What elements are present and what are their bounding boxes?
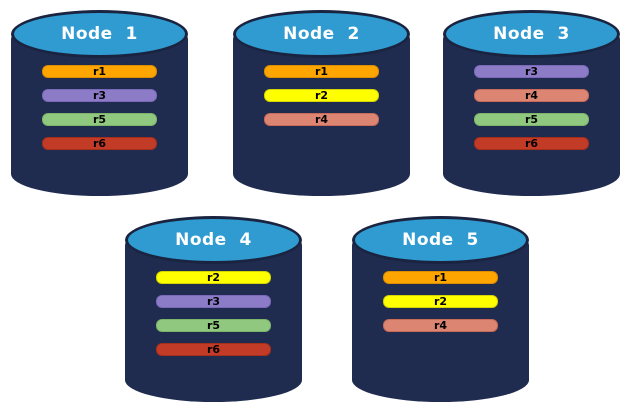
- replica-list: r1 r2 r4: [233, 65, 410, 126]
- replica-label: r3: [206, 295, 221, 308]
- replica-bar: r4: [474, 89, 589, 102]
- replica-label: r1: [314, 65, 329, 78]
- replica-list: r2 r3 r5 r6: [125, 271, 302, 356]
- replica-list: r3 r4 r5 r6: [443, 65, 620, 150]
- replica-label: r4: [314, 113, 329, 126]
- replica-label: r2: [433, 295, 448, 308]
- replica-bar: r2: [156, 271, 271, 284]
- cylinder-top: Node 1: [11, 10, 188, 58]
- replica-bar: r1: [42, 65, 157, 78]
- replica-label: r5: [524, 113, 539, 126]
- replica-bar: r2: [383, 295, 498, 308]
- cylinder-top: Node 3: [443, 10, 620, 58]
- node-1-cylinder: Node 1 r1 r3 r5 r6: [11, 8, 188, 196]
- node-title: Node 4: [175, 230, 252, 250]
- cylinder-top: Node 5: [352, 216, 529, 264]
- replica-label: r1: [92, 65, 107, 78]
- replica-list: r1 r3 r5 r6: [11, 65, 188, 150]
- replica-label: r2: [206, 271, 221, 284]
- node-2-cylinder: Node 2 r1 r2 r4: [233, 8, 410, 196]
- node-4-cylinder: Node 4 r2 r3 r5 r6: [125, 214, 302, 402]
- replica-label: r2: [314, 89, 329, 102]
- replica-bar: r5: [156, 319, 271, 332]
- node-5-cylinder: Node 5 r1 r2 r4: [352, 214, 529, 402]
- replica-bar: r4: [264, 113, 379, 126]
- replica-label: r3: [92, 89, 107, 102]
- replica-bar: r3: [42, 89, 157, 102]
- replica-label: r4: [524, 89, 539, 102]
- replica-label: r4: [433, 319, 448, 332]
- replica-label: r3: [524, 65, 539, 78]
- node-title: Node 5: [402, 230, 479, 250]
- node-title: Node 3: [493, 24, 570, 44]
- replica-list: r1 r2 r4: [352, 271, 529, 332]
- replica-bar: r6: [156, 343, 271, 356]
- replica-bar: r4: [383, 319, 498, 332]
- replica-bar: r1: [264, 65, 379, 78]
- node-3-cylinder: Node 3 r3 r4 r5 r6: [443, 8, 620, 196]
- replica-label: r6: [92, 137, 107, 150]
- replica-bar: r6: [42, 137, 157, 150]
- replica-bar: r1: [383, 271, 498, 284]
- replica-bar: r3: [156, 295, 271, 308]
- replica-bar: r5: [474, 113, 589, 126]
- replica-bar: r3: [474, 65, 589, 78]
- replica-bar: r6: [474, 137, 589, 150]
- replica-label: r6: [206, 343, 221, 356]
- replica-bar: r5: [42, 113, 157, 126]
- replica-bar: r2: [264, 89, 379, 102]
- node-title: Node 1: [61, 24, 138, 44]
- cylinder-top: Node 2: [233, 10, 410, 58]
- replica-label: r1: [433, 271, 448, 284]
- replica-label: r6: [524, 137, 539, 150]
- replica-label: r5: [92, 113, 107, 126]
- node-title: Node 2: [283, 24, 360, 44]
- replica-label: r5: [206, 319, 221, 332]
- cylinder-top: Node 4: [125, 216, 302, 264]
